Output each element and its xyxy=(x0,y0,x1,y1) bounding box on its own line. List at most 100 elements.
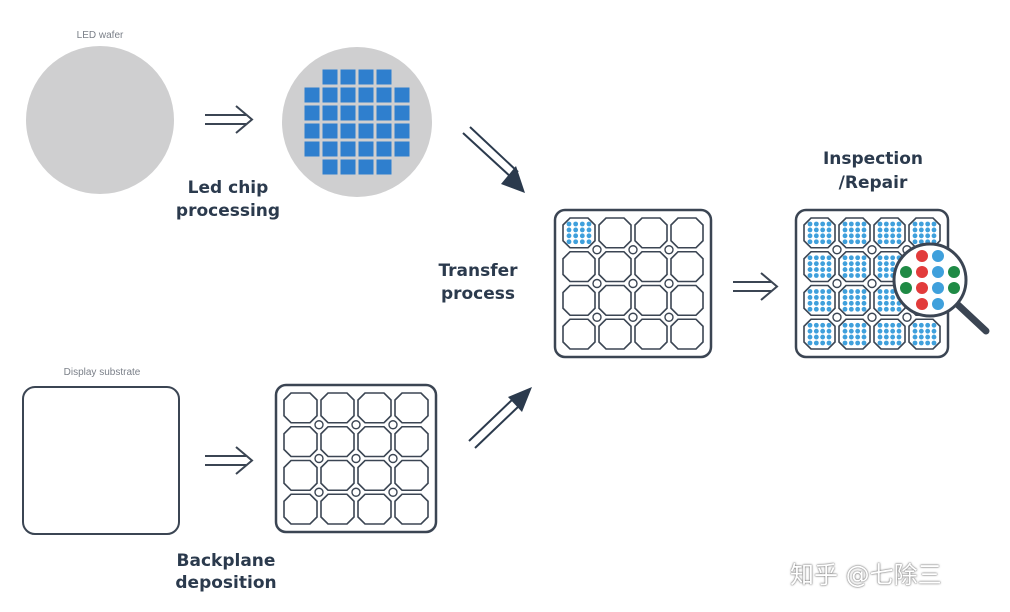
led-chip xyxy=(358,141,374,157)
panel-cell xyxy=(394,493,429,525)
panel-cell xyxy=(357,459,392,492)
micro-led-dot xyxy=(826,255,832,261)
micro-led-dot xyxy=(855,340,861,346)
grid-junction xyxy=(832,278,842,289)
micro-led-dot xyxy=(842,273,848,278)
micro-led-dot xyxy=(931,233,937,239)
rgb-pixel xyxy=(932,250,944,262)
micro-led-dot xyxy=(848,340,854,346)
micro-led-dot xyxy=(896,328,902,334)
diagonal-arrow-down xyxy=(462,126,525,193)
micro-led-dot xyxy=(890,239,896,245)
micro-led-dot xyxy=(848,306,854,312)
micro-led-dot xyxy=(883,334,889,340)
panel-cell xyxy=(394,459,429,492)
micro-led-dot xyxy=(925,227,931,233)
micro-led-dot xyxy=(813,322,819,328)
grid-junction xyxy=(314,487,324,497)
led-chip xyxy=(340,87,356,103)
micro-led-dot xyxy=(820,267,826,272)
micro-led-dot xyxy=(807,328,813,334)
grid-junction xyxy=(314,453,324,464)
micro-led-dot xyxy=(918,328,924,334)
micro-led-dot xyxy=(925,221,931,227)
micro-led-dot xyxy=(842,295,848,300)
micro-led-dot xyxy=(813,289,819,294)
micro-led-dot xyxy=(855,255,861,261)
rgb-pixel xyxy=(948,266,960,278)
panel-cell xyxy=(357,425,392,458)
micro-led-dot xyxy=(877,267,883,272)
panel-cell xyxy=(320,425,355,458)
micro-led-dot xyxy=(813,295,819,300)
micro-led-dot xyxy=(826,221,832,227)
panel-cell xyxy=(283,493,318,525)
micro-led-dot xyxy=(896,239,902,245)
micro-led-dot xyxy=(918,239,924,245)
led-chip-label-line2: processing xyxy=(176,201,280,221)
diagonal-arrow-up xyxy=(468,387,532,449)
micro-led-dot xyxy=(842,334,848,340)
led-chip xyxy=(340,159,356,175)
panel-cell xyxy=(283,459,318,492)
micro-led-dot xyxy=(883,267,889,272)
panel-cell xyxy=(598,318,632,350)
led-chip xyxy=(322,69,338,85)
display-substrate xyxy=(22,386,180,535)
micro-led-dot xyxy=(861,227,867,233)
micro-led-dot xyxy=(877,340,883,346)
micro-led-dot xyxy=(842,322,848,328)
micro-led-dot xyxy=(813,227,819,233)
micro-led-dot xyxy=(890,306,896,312)
backplane-cell-grid xyxy=(283,392,429,525)
micro-led-dot xyxy=(807,300,813,306)
grid-junction xyxy=(664,312,674,322)
micro-led-dot xyxy=(573,227,579,233)
micro-led-dot xyxy=(813,300,819,306)
micro-led-dot xyxy=(883,322,889,328)
led-chip-grid xyxy=(304,69,410,175)
micro-led-dot xyxy=(820,289,826,294)
panel-cell xyxy=(670,217,704,249)
micro-led-dot xyxy=(848,295,854,300)
micro-led-dot xyxy=(573,233,579,239)
micro-led-dot xyxy=(912,221,918,227)
micro-led-dot xyxy=(912,239,918,245)
panel-cell xyxy=(320,392,355,424)
grid-junction xyxy=(351,420,361,430)
led-chip xyxy=(376,87,392,103)
micro-led-dot xyxy=(890,334,896,340)
micro-led-dot xyxy=(586,239,592,245)
micro-led-dot xyxy=(566,239,572,245)
micro-led-dot xyxy=(890,322,896,328)
micro-led-dot xyxy=(573,239,579,245)
micro-led-dot xyxy=(861,300,867,306)
micro-led-dot xyxy=(842,289,848,294)
grid-junction xyxy=(902,312,912,322)
micro-led-dot xyxy=(813,255,819,261)
rgb-pixel xyxy=(932,282,944,294)
micro-led-dot xyxy=(820,300,826,306)
micro-led-dot xyxy=(896,334,902,340)
micro-led-dot xyxy=(925,233,931,239)
micro-led-dot xyxy=(931,227,937,233)
micro-led-dot xyxy=(579,227,585,233)
micro-led-dot xyxy=(912,322,918,328)
micro-led-dot xyxy=(855,300,861,306)
panel-cell xyxy=(320,493,355,525)
micro-led-dot xyxy=(842,261,848,267)
micro-led-dot xyxy=(918,322,924,328)
micro-led-dot xyxy=(883,300,889,306)
micro-led-dot xyxy=(820,306,826,312)
micro-led-dot xyxy=(820,334,826,340)
led-chip xyxy=(358,159,374,175)
micro-led-dot xyxy=(861,221,867,227)
led-chip xyxy=(376,159,392,175)
rgb-pixel xyxy=(900,266,912,278)
micro-led-dot xyxy=(820,322,826,328)
micro-led-dot xyxy=(861,334,867,340)
panel-cell xyxy=(598,250,632,283)
micro-led-dot xyxy=(842,267,848,272)
grid-junction xyxy=(628,312,638,322)
micro-led-dot xyxy=(820,261,826,267)
